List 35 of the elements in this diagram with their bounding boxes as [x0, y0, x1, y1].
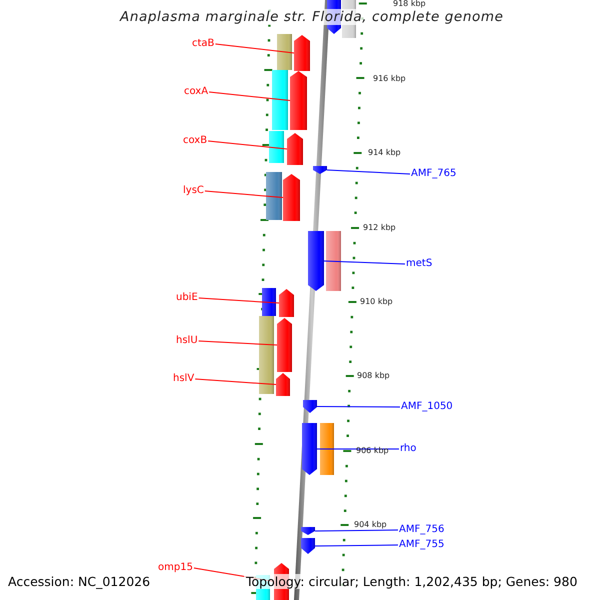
- leader-line: [194, 378, 276, 385]
- scale-label: 904 kbp: [354, 520, 387, 530]
- leader-line: [316, 406, 400, 408]
- accession-label: Accession: NC_012026: [8, 574, 150, 589]
- scale-label: 918 kbp: [393, 0, 426, 9]
- gene-label: coxA: [184, 86, 208, 98]
- gene-label: hslV: [173, 373, 194, 385]
- leader-line: [314, 544, 398, 546]
- gene-label: ubiE: [176, 292, 198, 304]
- gene-label: ctaB: [192, 38, 214, 50]
- leader-line: [324, 260, 406, 264]
- scale-label: 916 kbp: [373, 74, 406, 84]
- summary-label: Topology: circular; Length: 1,202,435 bp; Genes: 980: [244, 574, 580, 589]
- scale-label: 914 kbp: [368, 148, 401, 158]
- gene-label: metS: [406, 258, 432, 270]
- gene-label: hslU: [176, 335, 198, 347]
- leader-line: [314, 530, 398, 532]
- scale-label: 910 kbp: [360, 297, 393, 307]
- scale-label: 908 kbp: [357, 371, 390, 381]
- leader-line: [208, 140, 288, 150]
- gene-label: omp15: [158, 562, 193, 574]
- leader-line: [326, 170, 410, 174]
- gene-label: AMF_1050: [401, 401, 453, 413]
- gene-label: rho: [400, 443, 416, 455]
- leader-line: [198, 298, 280, 304]
- gene-label: lysC: [183, 185, 204, 197]
- leader-line: [214, 44, 294, 54]
- gene-label: AMF_756: [399, 524, 444, 536]
- leader-line: [204, 190, 284, 198]
- leader-line: [198, 340, 278, 346]
- leader-line: [208, 92, 290, 101]
- gene-label: AMF_765: [411, 168, 456, 180]
- scale-label: 912 kbp: [363, 223, 396, 233]
- gene-label: AMF_755: [399, 539, 444, 551]
- gene-label: coxB: [183, 135, 208, 147]
